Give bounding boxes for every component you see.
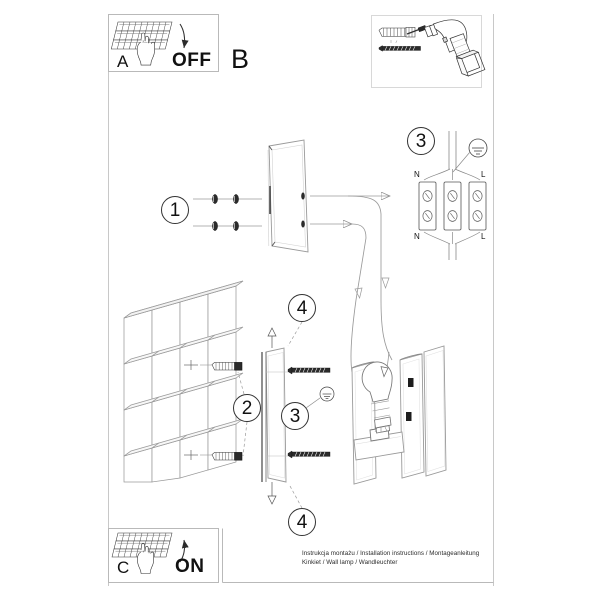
power-drill-icon [406, 19, 486, 77]
callout-number-2: 2 [241, 398, 253, 419]
terminal-label-n-top: N [414, 170, 420, 179]
protective-earth-icon-small [319, 386, 335, 402]
off-arrow-icon [179, 23, 189, 49]
page-frame [108, 14, 494, 586]
callout-number-3-earth: 3 [289, 406, 301, 427]
callout-1-assembly [161, 194, 262, 231]
callout-3-wiring [407, 127, 435, 155]
wall-anchor-insertion [184, 360, 243, 461]
wall-lamp-body [351, 345, 447, 485]
on-arrow-icon [179, 539, 189, 563]
cable-routing [347, 195, 393, 373]
bracket-fixing-screw [287, 366, 331, 459]
protective-earth-icon [468, 138, 488, 158]
caption-line-2: Kinkiet / Wall lamp / Wandleuchter [302, 559, 398, 566]
terminal-label-l-bottom: L [481, 232, 486, 241]
callout-number-3-wiring: 3 [415, 131, 427, 152]
callout-2-assembly [233, 371, 261, 457]
mounting-bracket-plate [267, 139, 309, 253]
screw-icon [378, 40, 421, 52]
lower-mounting-bracket [261, 347, 288, 483]
screw-head-icon [212, 194, 239, 231]
panel-a-box [108, 14, 219, 72]
caption-line-1: Instrukcja montażu / Installation instru… [302, 550, 480, 557]
panel-b-letter: B [231, 44, 250, 74]
terminal-screw [422, 190, 483, 222]
panel-c-letter: C [117, 558, 130, 577]
panel-c-action-label: ON [175, 556, 205, 577]
panel-b-box [371, 15, 482, 88]
terminal-block-assembly [418, 131, 488, 260]
callout-number-4-top: 4 [296, 298, 308, 319]
callout-number-4-bottom: 4 [296, 512, 308, 533]
terminal-label-n-bottom: N [414, 232, 420, 241]
callout-number-1: 1 [169, 200, 181, 221]
bracket-screw-hole [301, 192, 305, 228]
wall-plug-icon [378, 27, 416, 38]
bracket-insertion-arrows [310, 196, 390, 224]
panel-c-box [108, 528, 494, 583]
panel-a-action-label: OFF [172, 50, 212, 71]
terminal-label-l-top: L [481, 170, 486, 179]
callout-4-guides [267, 294, 316, 536]
breaker-panel-a-icon [110, 21, 189, 66]
hand-icon [137, 543, 154, 574]
hand-icon [136, 32, 155, 66]
panel-a-letter: A [117, 52, 129, 71]
callout-3-earth [281, 386, 335, 430]
sheet-caption: Instrukcja montażu / Installation instru… [302, 549, 492, 567]
brick-wall-isometric [123, 280, 244, 483]
breaker-panel-c-icon [111, 532, 189, 574]
